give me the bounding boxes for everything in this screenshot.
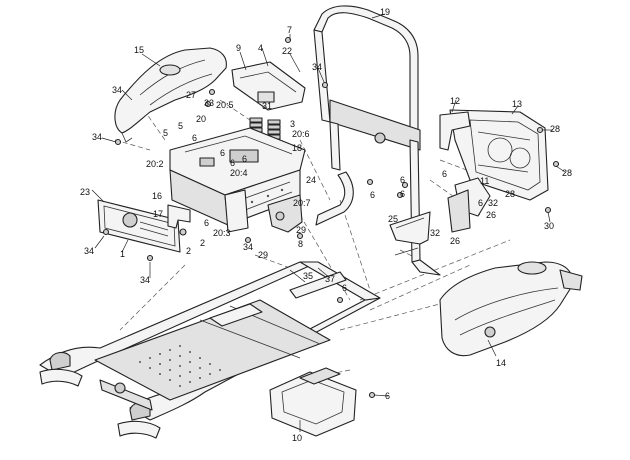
callout-34: 34 bbox=[312, 62, 322, 72]
rear-panel-part-13 bbox=[449, 109, 549, 201]
bracket-parts-16-17 bbox=[167, 204, 191, 236]
callout-32: 32 bbox=[430, 228, 440, 238]
callout-19: 19 bbox=[380, 7, 390, 17]
callout-9: 9 bbox=[236, 43, 241, 53]
callout-13: 13 bbox=[512, 99, 522, 109]
callout-28: 28 bbox=[562, 168, 572, 178]
callout-10: 10 bbox=[292, 433, 302, 443]
hardware-bolts bbox=[102, 36, 560, 399]
main-frame-chassis bbox=[39, 261, 381, 439]
roll-bar-legs-parts-24-25 bbox=[315, 171, 431, 245]
seat-bracket-part-9 bbox=[231, 61, 306, 111]
callout-26: 26 bbox=[486, 210, 496, 220]
callout-18: 18 bbox=[292, 143, 302, 153]
callout-11: 11 bbox=[480, 176, 489, 186]
callout-20: 20 bbox=[196, 114, 206, 124]
callout-20-3: 20:3 bbox=[213, 228, 231, 238]
callout-6: 6 bbox=[192, 133, 197, 143]
callout-22: 22 bbox=[282, 46, 292, 56]
callout-24: 24 bbox=[306, 175, 316, 185]
callout-2: 2 bbox=[200, 238, 205, 248]
callout-6: 6 bbox=[442, 169, 447, 179]
callout-34: 34 bbox=[140, 275, 150, 285]
callout-6: 6 bbox=[400, 175, 405, 185]
callout-12: 12 bbox=[450, 96, 460, 106]
callout-6: 6 bbox=[478, 198, 483, 208]
callout-20-4: 20:4 bbox=[230, 168, 248, 178]
callout-6: 6 bbox=[220, 148, 225, 158]
callout-6: 6 bbox=[342, 283, 347, 293]
callout-6: 6 bbox=[204, 218, 209, 228]
front-panel-part-23 bbox=[97, 199, 181, 253]
callout-7: 7 bbox=[287, 25, 292, 35]
callout-leader-lines bbox=[91, 13, 566, 432]
callout-34: 34 bbox=[92, 132, 102, 142]
fuel-tank-part-14 bbox=[439, 261, 583, 357]
callout-28: 28 bbox=[550, 124, 560, 134]
callout-labels: 1 2 2 3 4 5 5 6 6 6 6 6 6 6 6 6 6 6 6 7 … bbox=[80, 7, 572, 443]
callout-2: 2 bbox=[186, 246, 191, 256]
callout-33: 33 bbox=[204, 98, 214, 108]
callout-20-7: 20:7 bbox=[293, 198, 311, 208]
callout-37: 37 bbox=[325, 274, 335, 284]
callout-29: 29 bbox=[296, 225, 306, 235]
callout-6: 6 bbox=[242, 154, 247, 164]
callout-5: 5 bbox=[163, 128, 168, 138]
callout-5: 5 bbox=[178, 121, 183, 131]
callout-6: 6 bbox=[400, 189, 405, 199]
callout-34: 34 bbox=[84, 246, 94, 256]
callout-26: 26 bbox=[450, 236, 460, 246]
callout-8: 8 bbox=[298, 239, 303, 249]
callout-30: 30 bbox=[544, 221, 554, 231]
callout-17: 17 bbox=[153, 209, 163, 219]
callout-6: 6 bbox=[370, 190, 375, 200]
callout-16: 16 bbox=[152, 191, 162, 201]
floor-plate-perforation bbox=[139, 345, 221, 387]
callout-34: 34 bbox=[243, 242, 253, 252]
fender-console-part-15 bbox=[114, 47, 227, 143]
callout-4: 4 bbox=[258, 43, 263, 53]
brackets-11-12 bbox=[439, 111, 491, 233]
callout-25: 25 bbox=[388, 214, 398, 224]
callout-20-5: 20:5 bbox=[216, 100, 234, 110]
callout-23: 23 bbox=[80, 187, 90, 197]
callout-1: 1 bbox=[120, 249, 125, 259]
callout-28: 28 bbox=[505, 189, 515, 199]
callout-6: 6 bbox=[385, 391, 390, 401]
callout-20-2: 20:2 bbox=[146, 159, 164, 169]
callout-3: 3 bbox=[290, 119, 295, 129]
callout-20-6: 20:6 bbox=[292, 129, 310, 139]
callout-6: 6 bbox=[230, 158, 235, 168]
callout-34: 34 bbox=[112, 85, 122, 95]
seat-mount-bracket bbox=[224, 189, 303, 233]
callout-14: 14 bbox=[496, 358, 506, 368]
callout-29: 29 bbox=[258, 250, 268, 260]
foot-plate-part-10 bbox=[269, 367, 357, 437]
callout-27: 27 bbox=[186, 90, 196, 100]
callout-31: 31 bbox=[262, 101, 272, 111]
callout-35: 35 bbox=[303, 271, 313, 281]
callout-15: 15 bbox=[134, 45, 144, 55]
callout-32: 32 bbox=[488, 198, 498, 208]
